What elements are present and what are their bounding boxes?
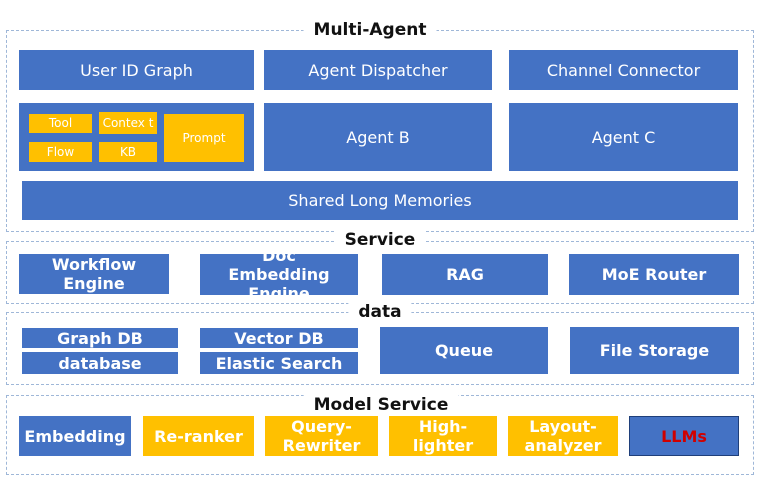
elastic-search-box: Elastic Search	[200, 352, 358, 374]
channel-connector-box: Channel Connector	[509, 50, 738, 90]
shared-long-memories-box: Shared Long Memories	[22, 181, 738, 220]
service-title: Service	[334, 229, 426, 251]
re-ranker-box: Re-ranker	[143, 416, 254, 456]
file-storage-box: File Storage	[570, 327, 739, 374]
llms-box: LLMs	[629, 416, 739, 456]
flow-box: Flow	[29, 142, 92, 162]
embedding-box: Embedding	[19, 416, 131, 456]
high-lighter-box: High-lighter	[389, 416, 497, 456]
vector-db-box: Vector DB	[200, 328, 358, 348]
prompt-box: Prompt	[164, 114, 244, 162]
agent-b-box: Agent B	[264, 103, 492, 171]
queue-box: Queue	[380, 327, 548, 374]
user-id-graph-box: User ID Graph	[19, 50, 254, 90]
agent-dispatcher-box: Agent Dispatcher	[264, 50, 492, 90]
context-box: Contex t	[99, 112, 157, 134]
doc-embedding-engine-box: Doc Embedding Engine	[200, 254, 358, 295]
multi-agent-title: Multi-Agent	[303, 19, 437, 41]
rag-box: RAG	[382, 254, 548, 295]
tool-box: Tool	[29, 114, 92, 133]
data-title: data	[348, 301, 412, 323]
graph-db-box: Graph DB	[22, 328, 178, 348]
workflow-engine-box: Workflow Engine	[19, 254, 169, 294]
model-service-title: Model Service	[303, 394, 459, 416]
moe-router-box: MoE Router	[569, 254, 739, 295]
layout-analyzer-box: Layout-analyzer	[508, 416, 618, 456]
kb-box: KB	[99, 142, 157, 162]
query-rewriter-box: Query-Rewriter	[265, 416, 378, 456]
agent-c-box: Agent C	[509, 103, 738, 171]
database-box: database	[22, 352, 178, 374]
